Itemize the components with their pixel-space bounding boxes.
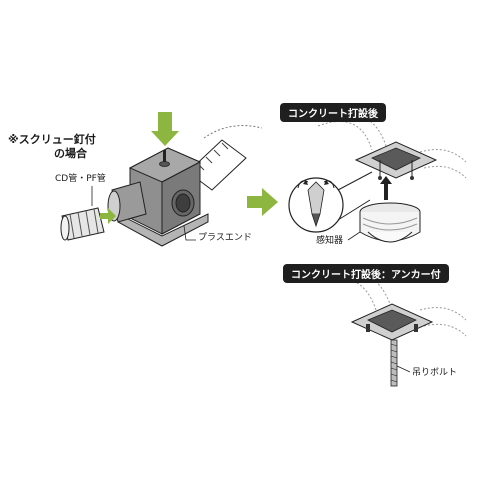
cd-pf-pipe	[60, 207, 105, 241]
after-concrete-anchor-banner: コンクリート打設後：アンカー付	[283, 264, 449, 283]
anchor-illustration	[321, 272, 467, 387]
cd-pf-pipe-label: CD管・PF管	[55, 174, 106, 184]
green-right-arrow-small	[100, 208, 116, 224]
left-junction-box-illustration	[60, 112, 263, 247]
plus-end-label: プラスエンド	[198, 233, 252, 243]
green-down-arrow	[151, 112, 179, 146]
screw-nail	[159, 150, 170, 167]
green-right-arrow-large	[247, 188, 278, 216]
clip-detail-inset	[288, 171, 373, 233]
up-arrow	[380, 176, 392, 200]
after-concrete-banner: コンクリート打設後	[280, 103, 386, 122]
hanging-bolt-label: 吊りボルト	[412, 368, 458, 378]
hanging-bolt	[390, 339, 398, 387]
sensor-head-illustration	[359, 202, 421, 243]
screw-nail-note-line2: の場合	[54, 147, 87, 160]
sensor-head-label: 感知器	[316, 236, 344, 246]
screw-nail-note-line1: ※スクリュー釘付	[8, 133, 96, 146]
after-concrete-illustration	[288, 115, 467, 243]
box-body	[107, 147, 209, 247]
